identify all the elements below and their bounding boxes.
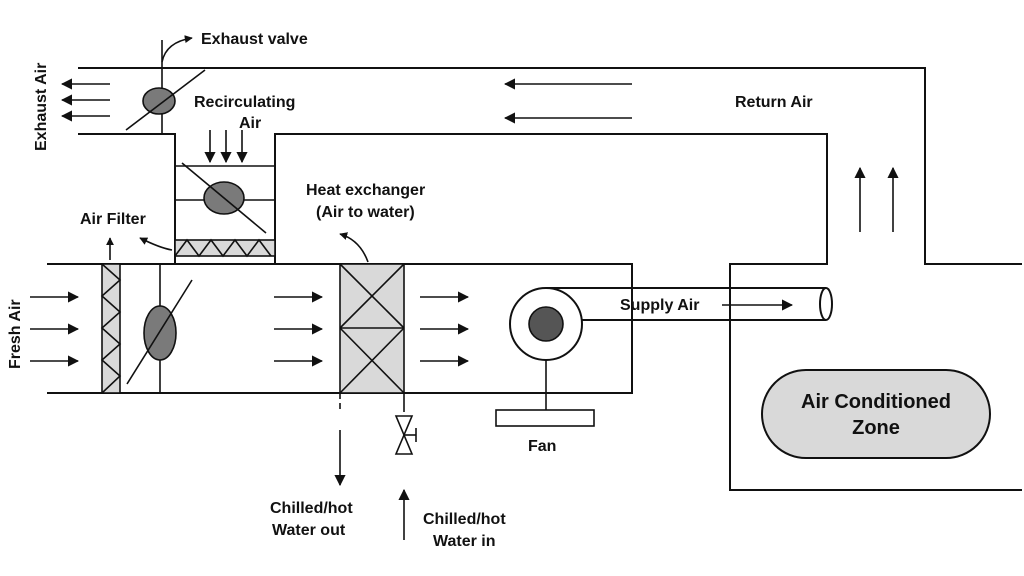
fresh-air-damper: [126, 264, 193, 393]
return-air-label: Return Air: [735, 94, 813, 111]
exhaust-air-label: Exhaust Air: [33, 63, 50, 151]
vertical-air-filter: [100, 263, 122, 394]
pre-exchanger-arrows: [274, 291, 324, 367]
exhaust-air-arrows: [60, 78, 110, 122]
water-in-label-line1: Chilled/hot: [423, 511, 506, 528]
post-exchanger-arrows: [420, 291, 470, 367]
heat-exchanger-leader: [339, 232, 369, 263]
zone-label-line2: Zone: [852, 417, 900, 439]
recirculating-label-line1: Recirculating: [194, 94, 295, 111]
heat-exchanger: [339, 263, 405, 394]
recirculation-damper: [175, 162, 275, 234]
fan-label: Fan: [528, 438, 556, 455]
horizontal-air-filter: [174, 238, 276, 258]
zone-label-line1: Air Conditioned: [801, 391, 951, 413]
exhaust-valve-label: Exhaust valve: [201, 31, 308, 48]
air-filter-label: Air Filter: [80, 211, 146, 228]
supply-air-duct: [546, 287, 833, 321]
return-air-arrows: [503, 78, 632, 124]
water-out-label-line1: Chilled/hot: [270, 500, 353, 517]
recirculating-air-arrows: [204, 130, 248, 164]
fresh-air-label: Fresh Air: [7, 299, 24, 369]
exhaust-valve-leader: [161, 35, 193, 63]
air-conditioned-zone: [761, 369, 991, 459]
air-filter-leader-2: [139, 237, 173, 251]
recirculating-label-line2: Air: [239, 115, 261, 132]
zone-return-arrows: [854, 166, 899, 232]
exhaust-damper: [125, 40, 206, 134]
supply-air-label: Supply Air: [620, 297, 699, 314]
water-in-pipe: [394, 393, 417, 540]
heat-exchanger-label-line1: Heat exchanger: [306, 182, 425, 199]
fresh-air-arrows: [30, 291, 80, 367]
water-out-label-line2: Water out: [272, 522, 346, 539]
water-in-label-line2: Water in: [433, 533, 496, 550]
heat-exchanger-label-line2: (Air to water): [316, 204, 415, 221]
fan: [495, 287, 595, 427]
